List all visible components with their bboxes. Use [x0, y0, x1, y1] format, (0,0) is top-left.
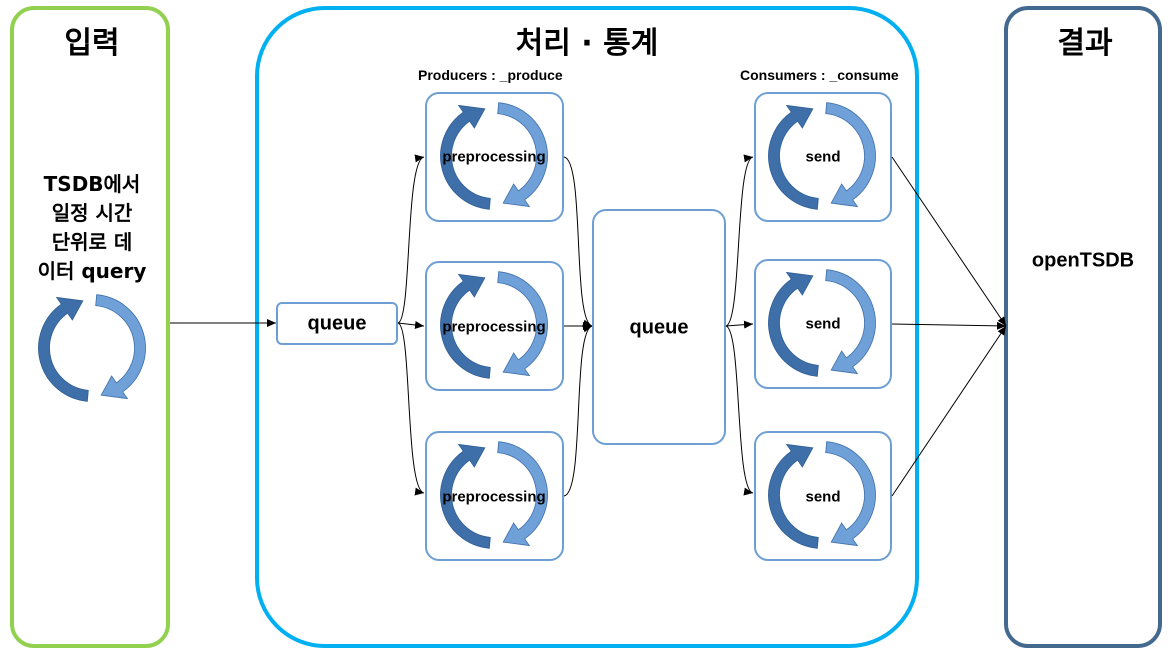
refresh-cycle-icon: [440, 271, 548, 379]
cycle-arrow-left-icon: [440, 104, 491, 210]
connector-consumer-to-result: [891, 325, 1007, 497]
cycle-arrow-left-icon: [768, 104, 819, 210]
refresh-cycle-icon: [440, 102, 548, 210]
opentsdb-label: openTSDB: [1031, 249, 1135, 272]
producer-label: preprocessing: [442, 148, 546, 166]
connector-queue-to-producer: [397, 322, 425, 496]
cycle-arrow-right-icon: [825, 102, 876, 208]
cycle-arrow-right-icon: [497, 102, 548, 208]
processing-title: 처리 · 통계: [515, 26, 659, 61]
connector-queue-to-consumer: [725, 325, 754, 496]
consumer-label: send: [805, 148, 841, 166]
connector-queue-to-consumer: [725, 154, 754, 327]
connector-producer-to-queue: [563, 324, 593, 497]
consumer-label: send: [805, 488, 841, 506]
input-description-line: 단위로 데: [51, 230, 133, 254]
input-description: TSDB에서 일정 시간 단위로 데 이터 query: [14, 170, 170, 286]
refresh-cycle-icon: [768, 441, 876, 549]
cycle-arrow-right-icon: [95, 294, 146, 400]
cycle-arrow-right-icon: [497, 441, 548, 547]
input-description-line: 일정 시간: [51, 201, 133, 225]
result-panel: [1004, 6, 1162, 648]
cycle-arrow-left-icon: [768, 271, 819, 377]
producers-label: Producers : _produce: [418, 67, 563, 83]
cycle-arrow-left-icon: [440, 443, 491, 549]
input-queue-box: [276, 302, 398, 345]
consumers-label: Consumers : _consume: [740, 67, 899, 83]
cycle-arrow-right-icon: [825, 441, 876, 547]
producer-label: preprocessing: [442, 488, 546, 506]
input-description-line: TSDB에서: [43, 172, 141, 196]
cycle-arrow-left-icon: [440, 273, 491, 379]
connector-producer-to-queue: [563, 156, 593, 328]
input-title: 입력: [64, 26, 120, 61]
connector-queue-to-producer: [397, 320, 425, 329]
connector-consumer-to-result: [891, 321, 1007, 330]
producer-label: preprocessing: [442, 318, 546, 336]
connector-consumer-to-result: [891, 156, 1007, 327]
input-panel: [10, 6, 170, 648]
consumer-label: send: [805, 315, 841, 333]
cycle-arrow-right-icon: [497, 271, 548, 377]
refresh-cycle-icon: [38, 294, 146, 402]
connector-queue-to-consumer: [725, 320, 754, 329]
middle-queue-box: [592, 209, 726, 445]
refresh-cycle-icon: [768, 269, 876, 377]
cycle-arrow-left-icon: [38, 296, 89, 402]
cycle-arrow-right-icon: [825, 269, 876, 375]
cycle-arrow-left-icon: [768, 443, 819, 549]
result-title: 결과: [1057, 26, 1113, 61]
refresh-cycle-icon: [440, 441, 548, 549]
input-queue-label: queue: [307, 312, 367, 335]
connector-queue-to-producer: [397, 154, 425, 324]
input-description-line: 이터 query: [37, 259, 147, 283]
refresh-cycle-icon: [768, 102, 876, 210]
middle-queue-label: queue: [629, 316, 689, 339]
